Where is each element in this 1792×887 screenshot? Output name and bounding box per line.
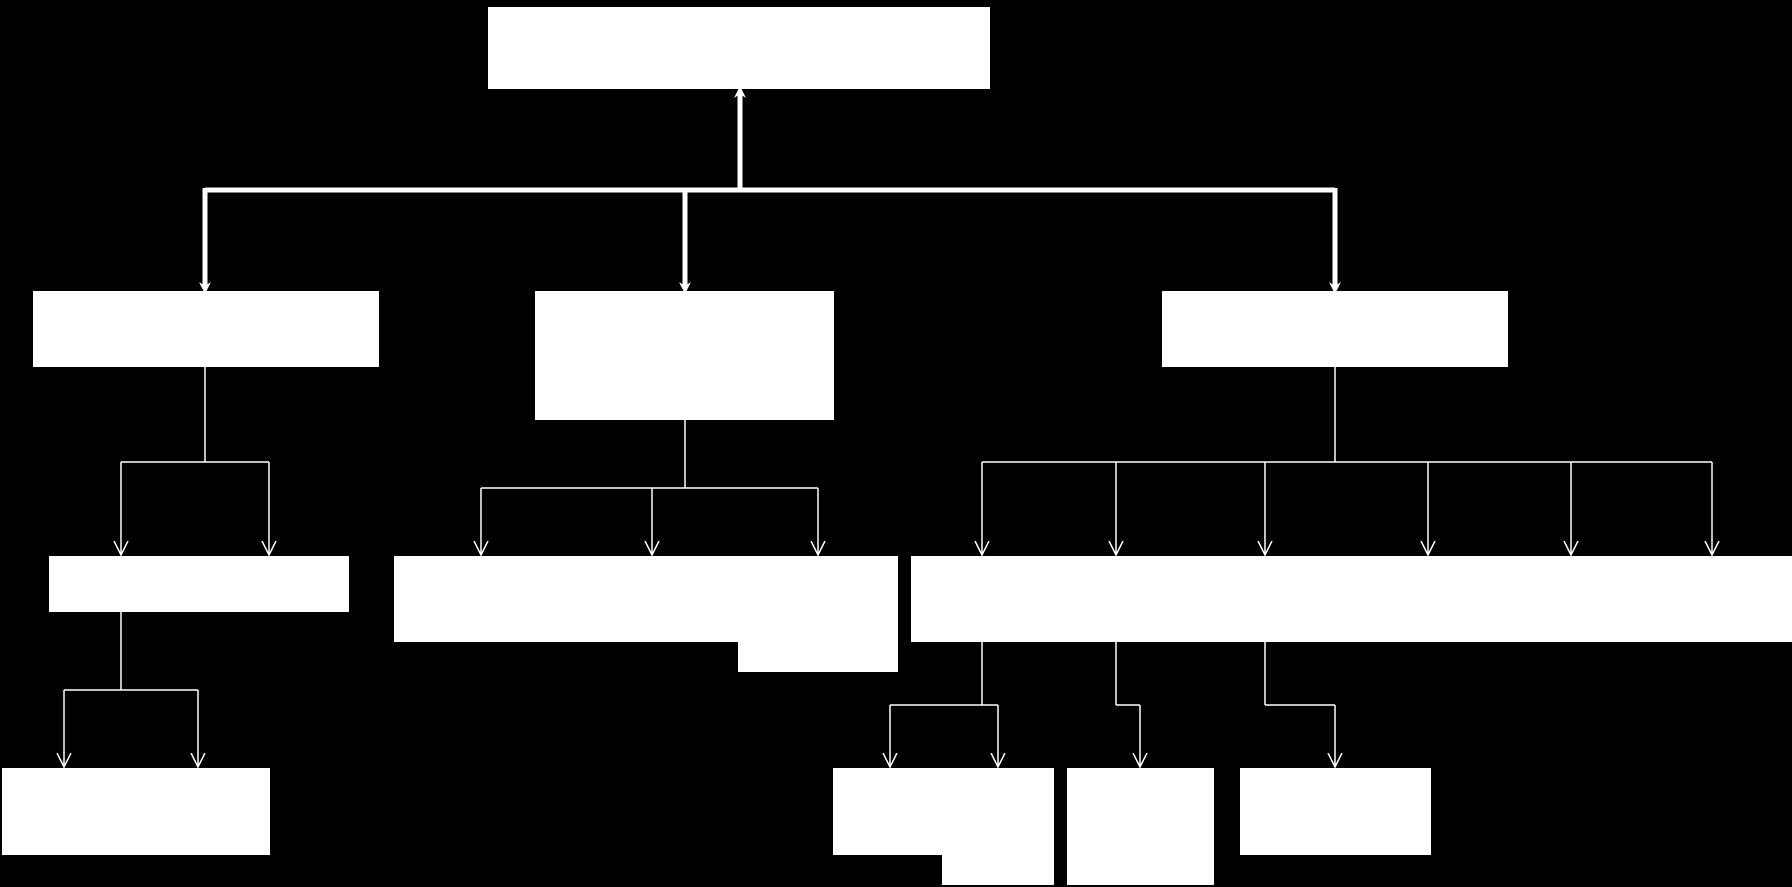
node-left-child xyxy=(49,556,349,612)
node-right-grandchild-a-tab xyxy=(942,853,1054,885)
node-middle-children xyxy=(394,556,898,672)
nodes xyxy=(2,7,1792,885)
node-right-grandchild-a-main xyxy=(833,768,1054,855)
node-right-children xyxy=(911,556,1792,642)
node-root xyxy=(488,7,990,89)
connectors xyxy=(64,86,1712,767)
node-right-grandchild-c xyxy=(1240,768,1431,855)
node-middle-children-main xyxy=(394,556,898,642)
node-branch-right xyxy=(1162,291,1508,367)
node-branch-middle xyxy=(535,291,834,420)
node-right-grandchild-b xyxy=(1067,768,1214,885)
node-left-grandchild xyxy=(2,768,270,855)
node-right-grandchild-a xyxy=(833,768,1054,885)
node-middle-children-tab xyxy=(738,640,898,672)
node-branch-left xyxy=(33,291,379,367)
